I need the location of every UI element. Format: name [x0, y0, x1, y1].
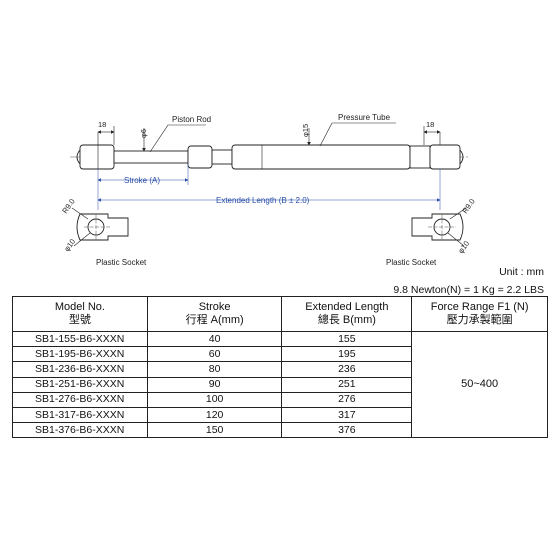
model-cell: SB1-251-B6-XXXN	[12, 376, 148, 393]
model-cell: SB1-155-B6-XXXN	[12, 330, 148, 348]
model-cell: SB1-376-B6-XXXN	[12, 422, 148, 439]
dim-right-end: 18	[426, 120, 434, 129]
socket-radius-left: R9.0	[60, 197, 76, 215]
stroke-cell: 40	[146, 330, 283, 348]
left-plastic-socket	[71, 207, 129, 247]
length-cell: 317	[281, 406, 413, 424]
length-cell: 251	[281, 376, 413, 393]
stroke-cell: 100	[146, 391, 283, 408]
model-cell: SB1-236-B6-XXXN	[12, 361, 148, 378]
pressure-tube-label: Pressure Tube	[338, 113, 391, 122]
stroke-label: Stroke (A)	[124, 176, 160, 185]
length-cell: 376	[281, 422, 413, 439]
force-range-cell: 50~400	[411, 330, 548, 439]
dim-left-end: 18	[98, 120, 106, 129]
header-model: Model No.型號	[12, 296, 148, 332]
plastic-socket-left-label: Plastic Socket	[96, 258, 147, 267]
dim-rod-diameter: φ6	[139, 129, 148, 138]
model-cell: SB1-276-B6-XXXN	[12, 391, 148, 408]
stroke-cell: 80	[146, 361, 283, 378]
unit-note: Unit : mm	[499, 266, 544, 278]
length-cell: 236	[281, 361, 413, 378]
plastic-socket-right-label: Plastic Socket	[386, 258, 437, 267]
piston-rod-label: Piston Rod	[172, 115, 211, 124]
length-cell: 276	[281, 391, 413, 408]
model-cell: SB1-317-B6-XXXN	[12, 406, 148, 424]
header-force-range: Force Range F1 (N)壓力承製範圍	[411, 296, 548, 332]
length-cell: 195	[281, 346, 413, 363]
table-row: SB1-251-B6-XXXN 90 251	[12, 376, 548, 393]
socket-radius-right: R9.0	[460, 197, 476, 215]
gas-spring-drawing: 18 φ6 Piston Rod φ15 Pressure Tube 18 St…	[60, 113, 476, 267]
left-end-fitting	[76, 144, 115, 170]
right-end-fitting	[409, 144, 464, 170]
stroke-cell: 60	[146, 346, 283, 363]
extended-length-label: Extended Length (B ± 2.0)	[216, 196, 310, 205]
dim-tube-diameter: φ15	[301, 124, 310, 137]
socket-diameter-left: φ10	[62, 237, 77, 253]
conversion-note: 9.8 Newton(N) = 1 Kg = 2.2 LBS	[393, 284, 544, 296]
right-plastic-socket	[411, 207, 467, 247]
pressure-tube	[231, 144, 411, 170]
model-cell: SB1-195-B6-XXXN	[12, 346, 148, 363]
length-cell: 155	[281, 330, 413, 348]
stroke-cell: 150	[146, 422, 283, 439]
table-row: SB1-155-B6-XXXN 40 155 50~400	[12, 330, 548, 439]
stroke-cell: 90	[146, 376, 283, 393]
piston-rod	[113, 150, 189, 164]
table-row: SB1-376-B6-XXXN 150 376	[12, 422, 548, 439]
stroke-cell: 120	[146, 406, 283, 424]
table-row: SB1-195-B6-XXXN 60 195	[12, 346, 548, 363]
